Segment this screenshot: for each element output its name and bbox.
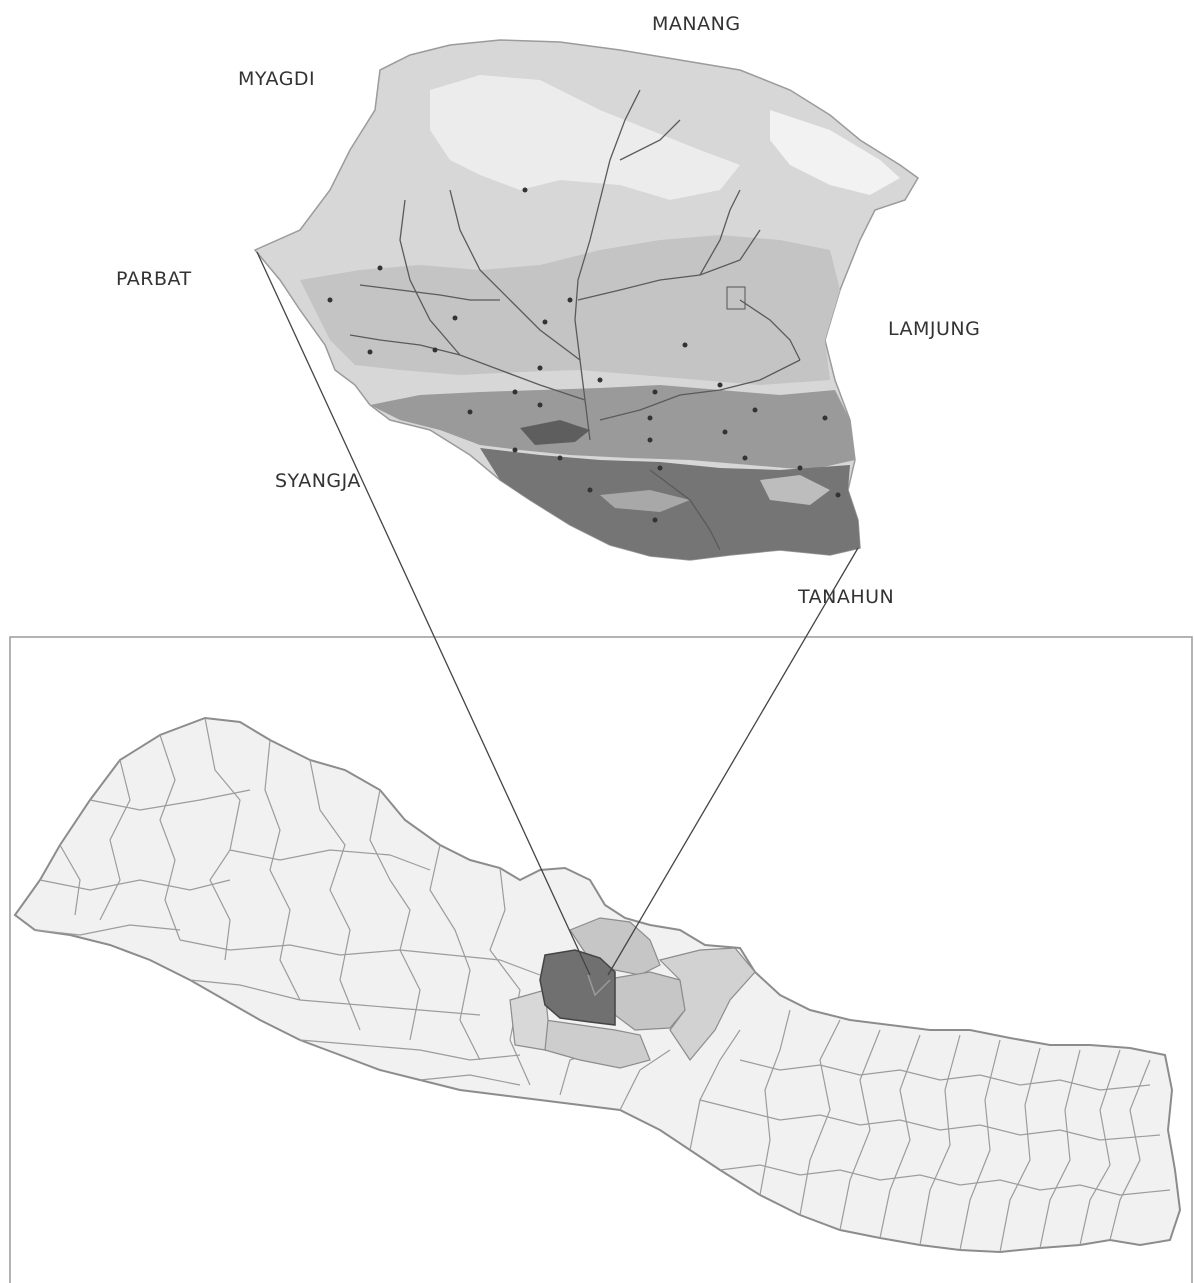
district-boundaries (34, 717, 1171, 1253)
label-manang: MANANG (652, 13, 741, 35)
district-detail-map (253, 39, 919, 561)
neighbor-district-south (544, 1019, 651, 1069)
settlement-points (327, 187, 841, 523)
study-district-lake-line (587, 974, 611, 997)
label-syangja: SYANGJA (275, 470, 361, 492)
detail-terrain-snow-2 (770, 110, 900, 195)
leader-line-west (256, 251, 591, 976)
zoom-leader-lines (256, 251, 859, 976)
label-myagdi: MYAGDI (238, 68, 315, 90)
national-map-frame (9, 636, 1193, 1283)
label-lamjung: LAMJUNG (888, 318, 980, 340)
neighbor-district-far-east (658, 947, 756, 1062)
detail-terrain-low (370, 385, 855, 470)
leader-line-east (607, 547, 859, 976)
rivers (349, 89, 801, 551)
neighbor-district-southwest (509, 989, 549, 1051)
neighbor-district-east (614, 971, 686, 1031)
detail-valley-patch-2 (600, 490, 690, 512)
label-parbat: PARBAT (116, 268, 192, 290)
label-tanahun: TANAHUN (797, 586, 894, 608)
national-map (13, 716, 1182, 1254)
detail-valley-patch (760, 475, 830, 505)
study-district-highlight (539, 949, 616, 1026)
lake-shape (520, 420, 590, 445)
detail-terrain-snow (430, 75, 740, 200)
urban-area-box (726, 286, 746, 310)
